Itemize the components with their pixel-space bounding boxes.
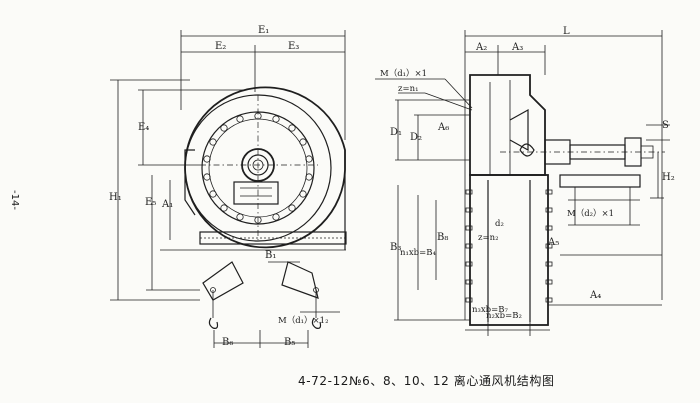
label-b3: B₃ — [390, 242, 401, 253]
label-e1: E₁ — [258, 25, 269, 36]
label-b1: B₁ — [265, 250, 276, 261]
label-b6: B₆ — [222, 337, 233, 348]
label-a2: A₂ — [475, 42, 487, 53]
label-n3xb: n₃xb=B₇ — [472, 305, 508, 315]
label-z-n2: z=n₂ — [478, 233, 498, 243]
label-e3: E₃ — [288, 41, 299, 52]
label-m-right-mid: M（d₂）×1 — [567, 208, 614, 219]
label-z-n1: z=n₁ — [398, 84, 418, 94]
label-a5: A₅ — [547, 237, 559, 248]
label-e2: E₂ — [215, 41, 226, 52]
side-view — [375, 30, 670, 336]
label-s: S — [662, 120, 669, 131]
label-l: L — [563, 26, 570, 37]
label-a6: A₆ — [437, 122, 449, 133]
label-d2-small: d₂ — [495, 219, 504, 229]
label-d1: D₁ — [390, 127, 402, 138]
flange-studs-left — [465, 189, 553, 303]
label-a1: A₁ — [161, 199, 173, 210]
dimension-labels: E₁ E₂ E₃ E₄ E₅ H₁ A₁ B₁ B₆ B₅ M（d₁）×1₂ L… — [109, 25, 675, 348]
drawing-caption: 4-72-12№6、8、10、12 离心通风机结构图 — [298, 374, 555, 388]
label-n1xb: n₁xb=B₄ — [400, 248, 436, 258]
label-n2xb: n₂xb=B₂ — [486, 311, 522, 321]
label-e4: E₄ — [138, 122, 149, 133]
flange-bolt-holes — [203, 112, 313, 224]
label-b5: B₅ — [284, 337, 295, 348]
label-h2: H₂ — [662, 172, 675, 183]
label-h1: H₁ — [109, 192, 122, 203]
page-number: -14- — [9, 190, 20, 210]
label-a3: A₃ — [511, 42, 523, 53]
label-d2: D₂ — [410, 132, 422, 143]
label-m-left: M（d₁）×1₂ — [278, 315, 329, 326]
label-e5: E₅ — [145, 197, 156, 208]
label-m-right-top: M（d₁）×1 — [380, 68, 427, 79]
label-b8: B₈ — [437, 232, 448, 243]
label-a4: A₄ — [589, 290, 601, 301]
front-view — [110, 30, 347, 348]
